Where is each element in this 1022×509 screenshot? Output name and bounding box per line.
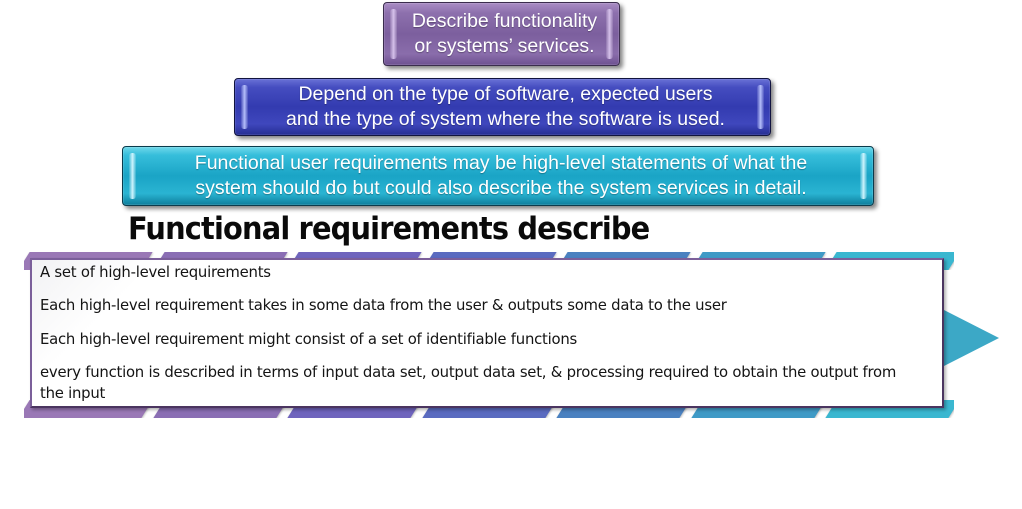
list-item: A set of high-level requirements [40, 263, 271, 281]
bevel-left-highlight [241, 85, 248, 129]
bevel-right-highlight [757, 85, 764, 129]
list-item: Each high-level requirement might consis… [40, 329, 578, 348]
callout-box-describe-functionality[interactable]: Describe functionality or systems’ servi… [383, 2, 620, 66]
content-panel: A set of high-level requirements Each hi… [30, 258, 944, 408]
bevel-left-highlight [390, 9, 397, 59]
bevel-right-highlight [860, 153, 867, 199]
list-item: Each high-level requirement takes in som… [40, 296, 727, 315]
page-title: Functional requirements describe [128, 211, 650, 247]
callout-box-functional-user-requirements[interactable]: Functional user requirements may be high… [122, 146, 874, 206]
callout-text-cyan: Functional user requirements may be high… [194, 152, 808, 199]
requirements-list: A set of high-level requirements Each hi… [40, 262, 934, 403]
bevel-right-highlight [606, 9, 613, 59]
bevel-left-highlight [129, 153, 136, 199]
callout-box-depend-on-type[interactable]: Depend on the type of software, expected… [234, 78, 771, 136]
callout-text-purple: Describe functionality or systems’ servi… [411, 10, 598, 57]
list-item: every function is described in terms of … [40, 363, 897, 402]
callout-text-blue: Depend on the type of software, expected… [286, 83, 725, 130]
